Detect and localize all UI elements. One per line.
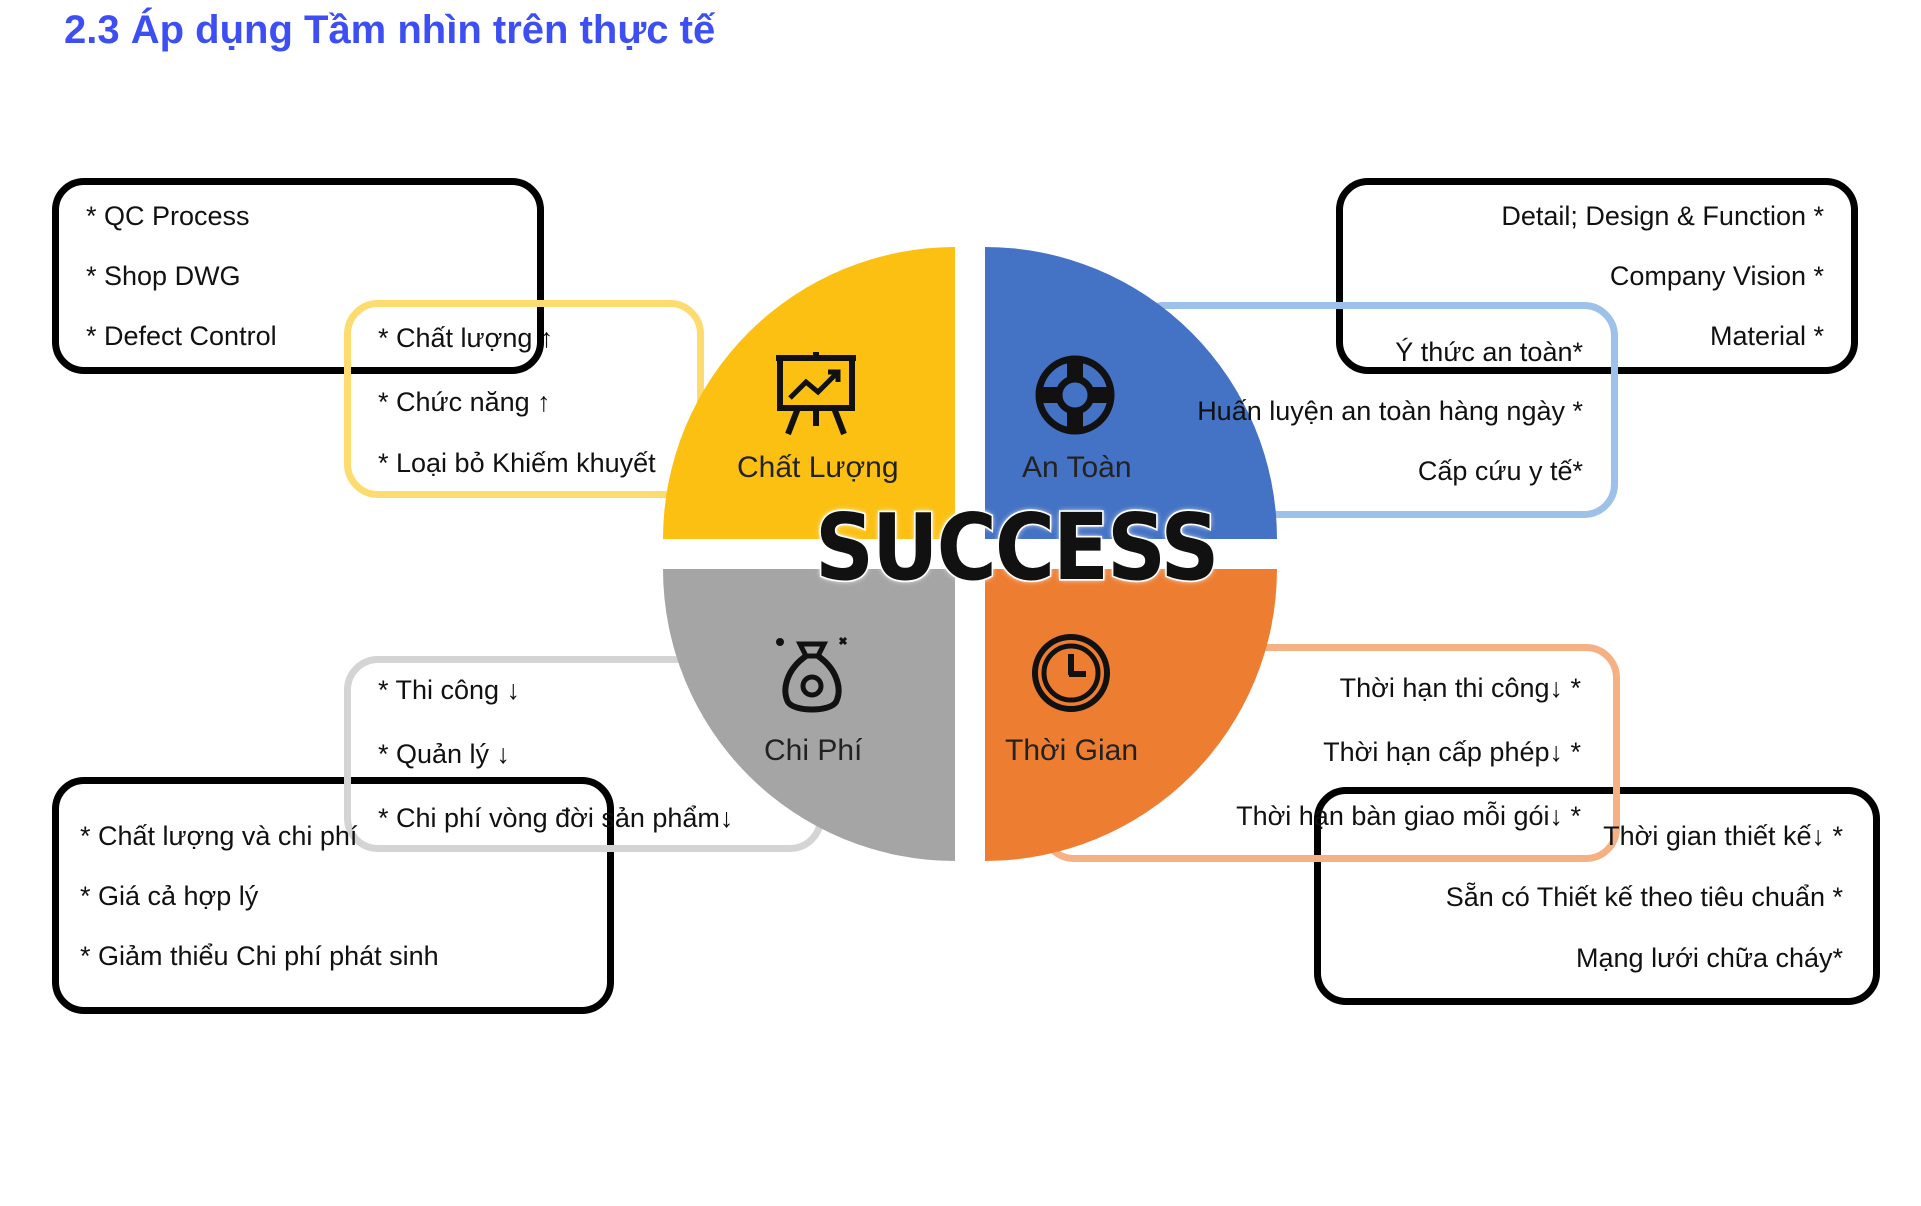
quadrant-cost	[663, 569, 955, 861]
quadrant-safety	[985, 247, 1277, 539]
outer-bottom-left-item-3: * Giảm thiểu Chi phí phát sinh	[80, 941, 439, 971]
outer-top-left-item-1: * QC Process	[86, 201, 250, 231]
outer-bottom-right-item-1: Thời gian thiết kế↓ *	[1603, 821, 1843, 851]
quadrant-label-safety: An Toàn	[1022, 451, 1132, 484]
success-label: SUCCESS	[813, 493, 1220, 603]
outer-top-right-item-1: Detail; Design & Function *	[1501, 201, 1824, 231]
outer-box-top-left	[52, 178, 544, 374]
quadrant-label-quality: Chất Lượng	[737, 451, 899, 484]
inner-quality-item-1: * Chất lượng ↑	[378, 323, 554, 353]
inner-time-item-3: Thời hạn bàn giao mỗi gói↓ *	[1236, 801, 1581, 831]
inner-safety-item-1: Ý thức an toàn*	[1395, 337, 1583, 367]
outer-bottom-right-item-2: Sẵn có Thiết kế theo tiêu chuẩn *	[1445, 882, 1843, 912]
inner-safety-item-2: Huấn luyện an toàn hàng ngày *	[1197, 396, 1583, 426]
quadrant-time	[985, 569, 1277, 861]
lifebuoy-icon	[1035, 355, 1115, 435]
outer-top-right-item-2: Company Vision *	[1609, 261, 1824, 291]
outer-top-left-item-2: * Shop DWG	[86, 261, 241, 291]
outer-box-bottom-right	[1314, 787, 1880, 1005]
outer-top-right-item-3: Material *	[1709, 321, 1824, 351]
inner-safety-item-3: Cấp cứu y tế*	[1417, 456, 1583, 486]
outer-top-left-item-3: * Defect Control	[86, 321, 277, 351]
outer-box-bottom-left	[52, 777, 614, 1014]
clock-icon	[1032, 634, 1110, 712]
presentation-chart-icon	[776, 352, 856, 436]
inner-cost-item-3: * Chi phí vòng đời sản phẩm↓	[378, 803, 734, 833]
inner-time-item-2: Thời hạn cấp phép↓ *	[1323, 737, 1581, 767]
inner-quality-item-2: * Chức năng ↑	[378, 387, 551, 417]
inner-cost-item-1: * Thi công ↓	[378, 675, 521, 705]
inner-cost-item-2: * Quản lý ↓	[378, 739, 511, 769]
quadrant-label-time: Thời Gian	[1005, 734, 1139, 767]
outer-bottom-right-item-3: Mạng lưới chữa cháy*	[1576, 943, 1843, 973]
outer-box-top-right	[1336, 178, 1858, 374]
quadrant-label-cost: Chi Phí	[764, 734, 863, 767]
inner-quality-item-3: * Loại bỏ Khiếm khuyết	[378, 448, 656, 478]
money-bag-icon	[776, 636, 848, 713]
outer-bottom-left-item-1: * Chất lượng và chi phí	[80, 821, 358, 851]
outer-bottom-left-item-2: * Giá cả hợp lý	[80, 881, 259, 911]
inner-time-item-1: Thời hạn thi công↓ *	[1339, 673, 1581, 703]
quadrant-quality	[663, 247, 955, 539]
page-title: 2.3 Áp dụng Tầm nhìn trên thực tế	[64, 8, 716, 52]
